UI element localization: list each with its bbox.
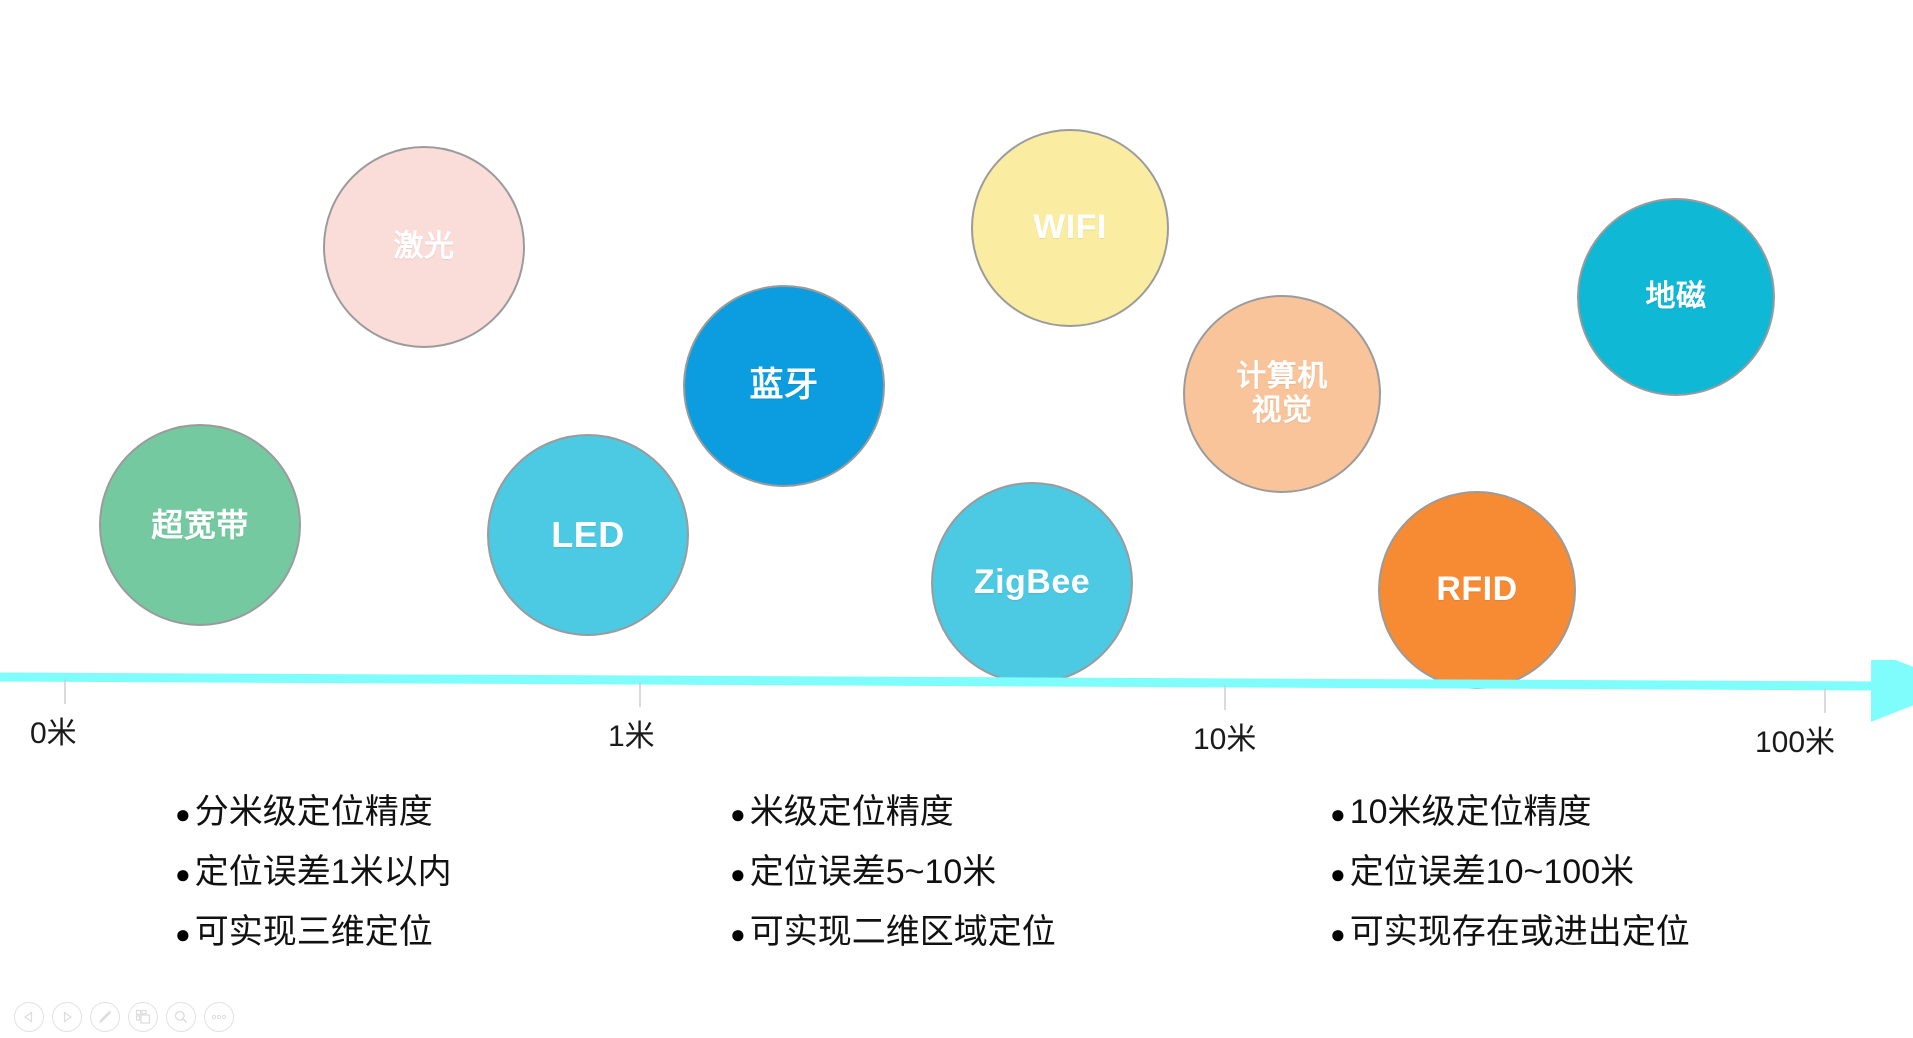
bubble-label: LED (551, 514, 625, 556)
bullet-item: ●10米级定位精度 (1330, 795, 1690, 829)
axis-tick-label-3: 10米 (1193, 723, 1257, 756)
bullet-text: 可实现存在或进出定位 (1349, 913, 1690, 951)
bubble-label: RFID (1436, 570, 1518, 609)
bullet-item: ●定位误差5~10米 (730, 855, 1056, 889)
bullet-item: ●定位误差10~100米 (1330, 855, 1690, 889)
axis-line (0, 660, 1913, 722)
axis-tick-label-2: 1米 (608, 720, 655, 753)
bullet-dot-icon: ● (1330, 799, 1346, 829)
bullet-item: ●分米级定位精度 (175, 795, 452, 829)
bullet-dot-icon: ● (1330, 859, 1346, 889)
bullet-text: 10米级定位精度 (1349, 793, 1592, 831)
bubble-1[interactable]: 激光 (323, 146, 525, 348)
bullet-dot-icon: ● (175, 799, 191, 829)
bubble-label: 地磁 (1645, 279, 1707, 313)
bullet-text: 可实现二维区域定位 (749, 913, 1056, 951)
bubble-2[interactable]: 超宽带 (99, 424, 301, 626)
bullet-item: ●可实现二维区域定位 (730, 915, 1056, 949)
bullet-dot-icon: ● (730, 859, 746, 889)
bullet-item: ●可实现三维定位 (175, 915, 452, 949)
bullet-item: ●定位误差1米以内 (175, 855, 452, 889)
bullet-text: 米级定位精度 (749, 793, 954, 831)
slide-overview-icon[interactable] (128, 1002, 158, 1032)
bubble-8[interactable]: RFID (1378, 491, 1576, 689)
axis-tick-label-4: 100米 (1755, 726, 1836, 759)
bubble-label: 计算机 视觉 (1236, 359, 1328, 428)
pen-icon[interactable] (90, 1002, 120, 1032)
bullet-column-3: ●10米级定位精度●定位误差10~100米●可实现存在或进出定位 (1330, 795, 1690, 975)
bubble-label: ZigBee (973, 563, 1091, 602)
axis: 0米 1米 10米 100米 (0, 660, 1913, 759)
bubble-4[interactable]: 蓝牙 (683, 285, 885, 487)
zoom-icon[interactable] (166, 1002, 196, 1032)
bullet-text: 定位误差10~100米 (1349, 853, 1635, 891)
bullet-column-2: ●米级定位精度●定位误差5~10米●可实现二维区域定位 (730, 795, 1056, 975)
bullet-dot-icon: ● (730, 799, 746, 829)
presentation-toolbar[interactable] (14, 1002, 234, 1032)
bullet-text: 可实现三维定位 (194, 913, 433, 951)
bubble-5[interactable]: WIFI (971, 129, 1169, 327)
previous-slide-icon[interactable] (14, 1002, 44, 1032)
bubble-label: 激光 (393, 229, 455, 263)
bullet-item: ●米级定位精度 (730, 795, 1056, 829)
bullet-text: 定位误差5~10米 (749, 853, 997, 891)
bullet-dot-icon: ● (730, 919, 746, 949)
bullet-dot-icon: ● (1330, 919, 1346, 949)
bubble-label: 超宽带 (151, 506, 249, 543)
bullet-item: ●可实现存在或进出定位 (1330, 915, 1690, 949)
bubble-label: 蓝牙 (749, 366, 819, 405)
bullet-column-1: ●分米级定位精度●定位误差1米以内●可实现三维定位 (175, 795, 452, 975)
bullet-dot-icon: ● (175, 859, 191, 889)
bubble-6[interactable]: ZigBee (931, 482, 1133, 684)
bullet-text: 定位误差1米以内 (194, 853, 452, 891)
axis-ticks (64, 679, 1826, 713)
more-options-icon[interactable] (204, 1002, 234, 1032)
bullet-dot-icon: ● (175, 919, 191, 949)
play-slide-icon[interactable] (52, 1002, 82, 1032)
bubble-9[interactable]: 地磁 (1577, 198, 1775, 396)
bullet-text: 分米级定位精度 (194, 793, 433, 831)
bubble-label: WIFI (1033, 208, 1107, 247)
axis-tick-label-1: 0米 (30, 717, 77, 750)
bubble-3[interactable]: LED (487, 434, 689, 636)
bubble-7[interactable]: 计算机 视觉 (1183, 295, 1381, 493)
